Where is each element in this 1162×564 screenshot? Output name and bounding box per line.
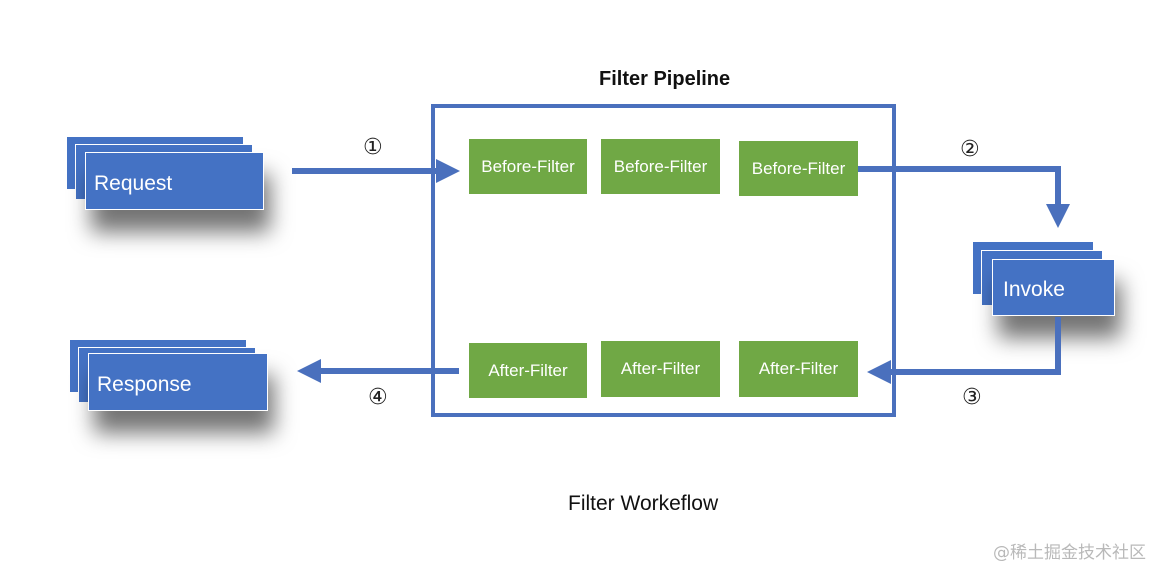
step-4-label: ④ xyxy=(368,385,388,410)
arrow-invoke-to-pipeline xyxy=(867,317,1061,384)
before-filter-1: Before-Filter xyxy=(469,139,587,194)
filter-pipeline-box xyxy=(431,104,896,417)
step-3-label: ③ xyxy=(962,385,982,410)
request-sheet-front xyxy=(85,152,264,210)
invoke-sheet-front xyxy=(992,259,1115,316)
after-filter-3: After-Filter xyxy=(739,341,858,397)
watermark: @稀土掘金技术社区 xyxy=(993,543,1146,563)
request-label: Request xyxy=(94,172,173,195)
before-filter-3: Before-Filter xyxy=(739,141,858,196)
after-filter-1: After-Filter xyxy=(469,343,587,398)
step-2-label: ② xyxy=(960,137,980,162)
invoke-label: Invoke xyxy=(1003,278,1065,301)
invoke-node: Invoke xyxy=(972,241,1117,317)
after-filter-2: After-Filter xyxy=(601,341,720,397)
before-filter-2: Before-Filter xyxy=(601,139,720,194)
response-label: Response xyxy=(97,373,192,396)
pipeline-title: Filter Pipeline xyxy=(599,68,731,90)
response-node: Response xyxy=(69,339,269,411)
request-node: Request xyxy=(66,136,266,211)
workflow-caption: Filter Workeflow xyxy=(568,492,719,515)
step-1-label: ① xyxy=(363,135,383,160)
response-sheet-front xyxy=(88,353,268,411)
arrow-pipeline-to-invoke xyxy=(858,166,1070,228)
